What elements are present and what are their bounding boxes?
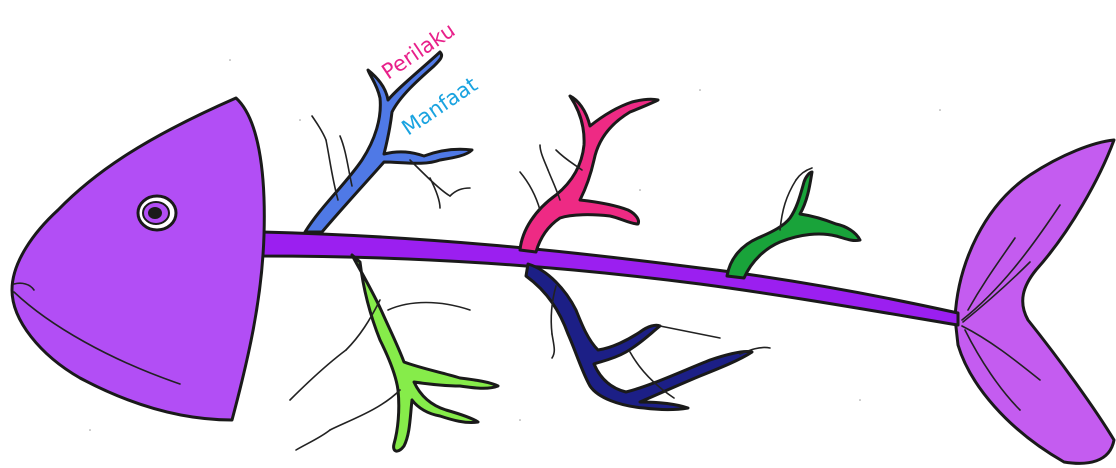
bone-branch-pink (520, 96, 658, 252)
fish-tail-icon (955, 140, 1114, 463)
fish-eye-icon (138, 196, 176, 230)
fish-head-icon (12, 98, 264, 420)
bone-branch-green-light (290, 255, 498, 451)
bone-branch-green-dark (727, 168, 860, 278)
